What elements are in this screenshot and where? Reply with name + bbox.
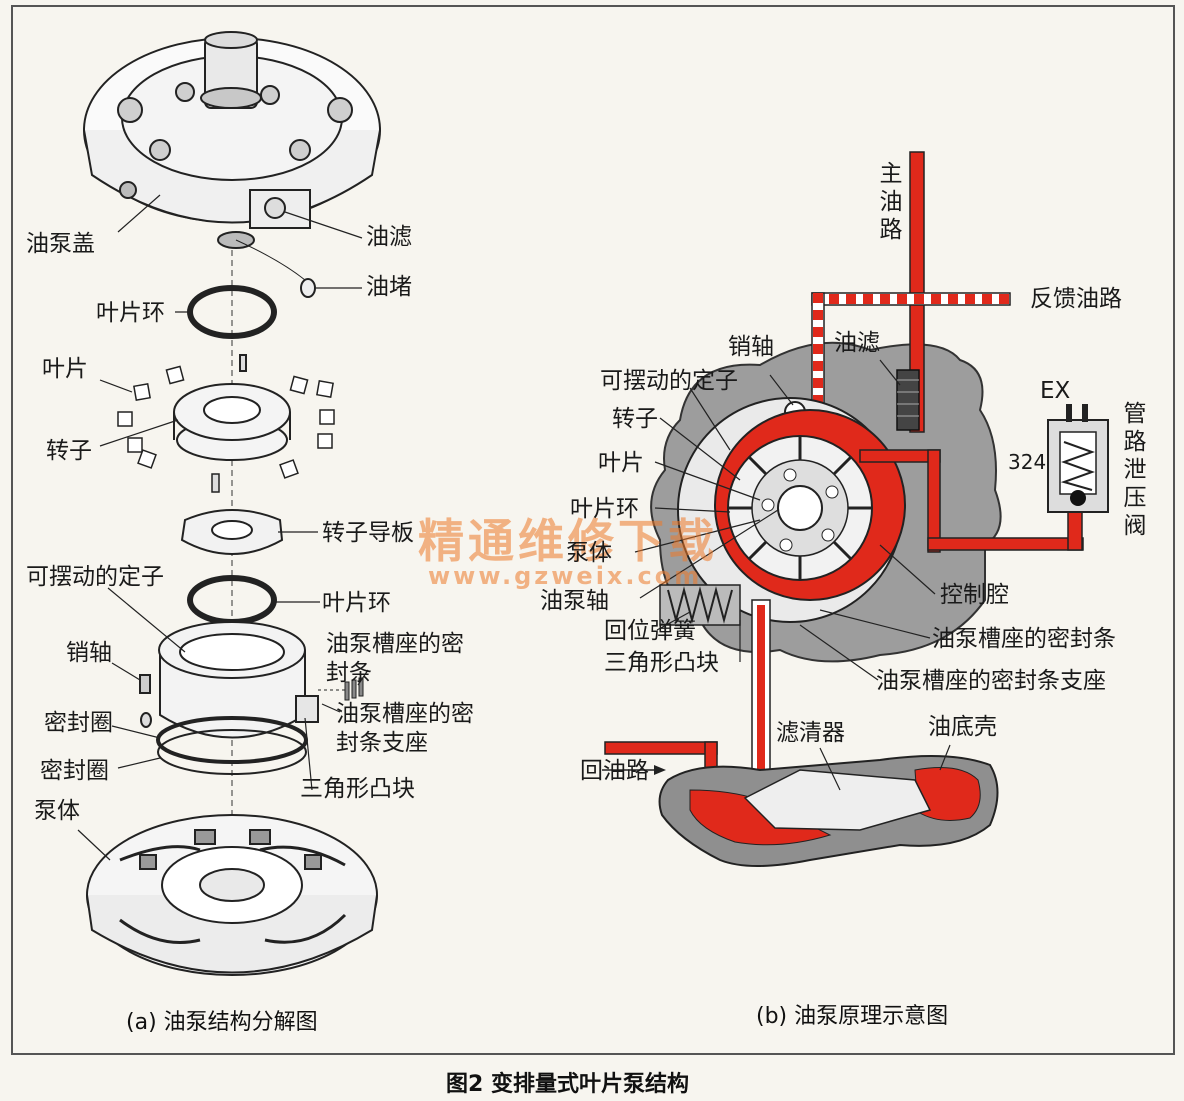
pressure-line-to-valve	[859, 449, 1084, 553]
panel-b-leader-lines	[634, 359, 951, 791]
label-triangle-boss: 三角形凸块	[300, 776, 415, 802]
relief-valve-drawing	[1047, 404, 1109, 513]
watermark-url: www.gzweix.com	[428, 562, 703, 590]
label-rotor-b: 转子	[612, 406, 658, 432]
label-oil-pan: 油底壳	[928, 714, 997, 740]
label-vane-b: 叶片	[598, 450, 644, 476]
label-oil-filter: 油滤	[366, 224, 412, 250]
label-slide-seal: 油泵槽座的密封条	[326, 631, 464, 686]
label-valve-number: 324	[1008, 450, 1047, 474]
label-rotor: 转子	[46, 438, 92, 464]
panel-a-exploded-drawing	[83, 31, 381, 976]
pump-cover-drawing	[83, 31, 381, 249]
label-seal-support-b: 油泵槽座的密封条支座	[876, 668, 1106, 694]
label-vane-ring-bottom: 叶片环	[322, 590, 391, 616]
watermark-text: 精通维修下载	[418, 514, 718, 568]
label-slide-stator: 可摆动的定子	[26, 564, 164, 590]
label-pivot-pin-b: 销轴	[728, 334, 774, 360]
seal-ring-drawing	[156, 716, 308, 764]
oil-plug-drawing	[300, 278, 316, 298]
label-triangle-boss-b: 三角形凸块	[604, 650, 719, 676]
pump-shaft-drawing	[777, 485, 823, 531]
vanes-schematic	[728, 436, 872, 580]
label-relief-valve: 管路泄压阀	[1123, 401, 1147, 540]
label-oil-filter-b: 油滤	[834, 330, 880, 356]
feedback-oil-line	[811, 292, 1011, 414]
caption-panel-a: (a) 油泵结构分解图	[126, 1010, 318, 1035]
label-pump-body: 泵体	[34, 798, 80, 824]
label-control-chamber: 控制腔	[940, 582, 1009, 608]
label-ex: EX	[1040, 378, 1071, 404]
label-return-spring: 回位弹簧	[604, 618, 696, 644]
rotor-drawing	[173, 354, 291, 461]
label-slide-seal-b: 油泵槽座的密封条	[932, 626, 1116, 652]
label-rotor-guide-plate: 转子导板	[322, 520, 414, 546]
label-main-line: 主油路	[879, 161, 903, 244]
label-return-line: 回油路	[580, 758, 649, 784]
main-oil-line	[909, 151, 925, 433]
label-strainer: 滤清器	[776, 720, 845, 746]
slide-stator-drawing	[139, 621, 319, 739]
figure-title: 图2 变排量式叶片泵结构	[446, 1072, 689, 1097]
vanes-drawing	[117, 365, 335, 479]
label-vane-ring-top: 叶片环	[96, 300, 165, 326]
label-feedback-line: 反馈油路	[1030, 286, 1122, 312]
oil-filter-drawing	[896, 369, 920, 431]
label-pump-cover: 油泵盖	[26, 231, 95, 257]
label-seal-support: 油泵槽座的密封条支座	[336, 701, 474, 756]
label-oil-plug: 油堵	[366, 274, 412, 300]
label-seal-ring-1: 密封圈	[44, 710, 113, 736]
panel-b-schematic	[602, 151, 1109, 867]
strainer-drawing	[743, 769, 932, 831]
label-pivot-pin: 销轴	[66, 640, 112, 666]
return-spring-drawing	[659, 584, 741, 626]
label-seal-ring-2: 密封圈	[40, 758, 109, 784]
pump-body-drawing	[86, 814, 378, 976]
label-pump-body-b: 泵体	[566, 540, 612, 566]
label-vane: 叶片	[42, 356, 88, 382]
label-slide-stator-b: 可摆动的定子	[600, 368, 738, 394]
label-pump-shaft: 油泵轴	[540, 588, 609, 614]
caption-panel-b: (b) 油泵原理示意图	[756, 1004, 949, 1029]
rotor-guide-plate-drawing	[180, 509, 284, 555]
panel-a-leader-lines	[77, 194, 369, 861]
slide-seal-drawing	[344, 677, 364, 701]
label-vane-ring-b: 叶片环	[570, 496, 639, 522]
